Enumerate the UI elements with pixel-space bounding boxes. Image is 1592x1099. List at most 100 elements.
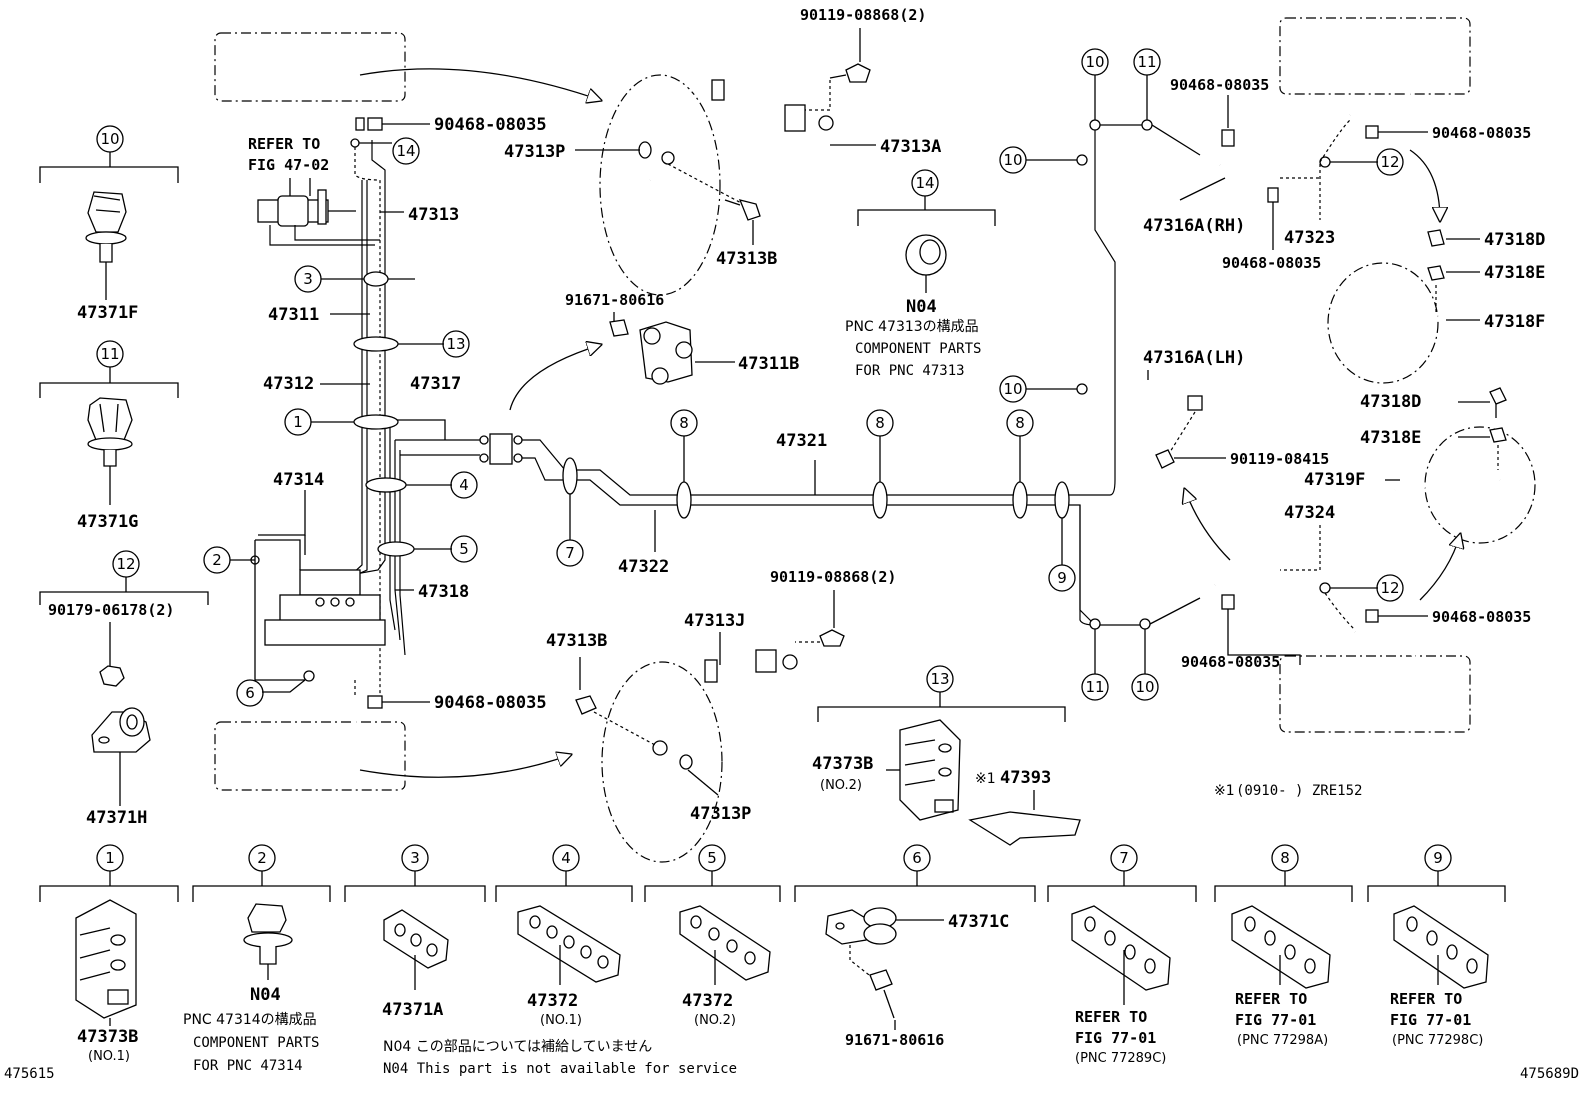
part-47371A: 47371A bbox=[382, 1000, 443, 1020]
ref-9-line1: REFER TO bbox=[1390, 990, 1462, 1008]
part-47313B-top: 47313B bbox=[716, 249, 777, 269]
part-47313: 47313 bbox=[408, 205, 459, 225]
callout-1: 1 bbox=[105, 849, 115, 867]
ref-9-line3: (PNC 77298C) bbox=[1392, 1033, 1483, 1048]
clamp-13-mark: ※1 bbox=[975, 771, 996, 787]
rear-pipe-run: 7 8 8 8 9 47321 47322 bbox=[479, 124, 1145, 626]
rear-piping: 10 11 10 10 11 10 47316A(RH) bbox=[999, 17, 1545, 733]
part-N04-2: N04 bbox=[250, 985, 281, 1005]
ref-8-line3: (PNC 77298A) bbox=[1237, 1033, 1328, 1048]
clamp-47372-no1-icon bbox=[517, 905, 621, 983]
bolt-90179: 90179-06178(2) bbox=[48, 601, 174, 619]
bolt-91671-icon bbox=[869, 969, 895, 1019]
part-47373B-no2: 47373B bbox=[812, 754, 873, 774]
bolt-47313B-icon bbox=[724, 199, 761, 221]
lh-hose-icon bbox=[1146, 385, 1203, 427]
ref-8-line2: FIG 77-01 bbox=[1235, 1011, 1316, 1029]
part-47324: 47324 bbox=[1284, 503, 1335, 523]
part-90468-bottom: 90468-08035 bbox=[434, 693, 547, 713]
bolt-91671-a: 91671-80616 bbox=[565, 291, 664, 309]
part-90468-d: 90468-08035 bbox=[1432, 608, 1531, 626]
part-47372-no2: 47372 bbox=[682, 991, 733, 1011]
bottom-part-1: 1 47373B (NO.1) bbox=[39, 844, 179, 1064]
p-clamp-icon bbox=[91, 707, 151, 753]
bolt-90119-bottom-icon bbox=[819, 629, 845, 647]
part-47321: 47321 bbox=[776, 431, 827, 451]
callout-9: 9 bbox=[1433, 849, 1443, 867]
part-47311: 47311 bbox=[268, 305, 319, 325]
rh-hose-icon bbox=[1218, 129, 1280, 203]
bottom-part-8: 8 REFER TO FIG 77-01 (PNC 77298A) bbox=[1214, 844, 1353, 1048]
bolt-47318D-b-icon bbox=[1489, 387, 1507, 418]
part-47371H: 47371H bbox=[86, 808, 147, 828]
bottom-bracket-icon bbox=[704, 649, 798, 683]
part-47317: 47317 bbox=[410, 374, 461, 394]
part-47318: 47318 bbox=[418, 582, 469, 602]
part-90468-b: 90468-08035 bbox=[1222, 254, 1321, 272]
part-47318D-b: 47318D bbox=[1360, 392, 1421, 412]
bracket-bolt-icon bbox=[609, 319, 629, 337]
part-47323: 47323 bbox=[1284, 228, 1335, 248]
nut-icon bbox=[99, 665, 125, 687]
left-clip-10: 10 47371F bbox=[39, 125, 179, 323]
part-47371C: 47371C bbox=[948, 912, 1009, 932]
clamp-13-sub: (NO.2) bbox=[820, 778, 862, 793]
part-47322: 47322 bbox=[618, 557, 669, 577]
bottom-part-5: 5 47372 (NO.2) bbox=[644, 844, 781, 1028]
callout-1-main: 1 bbox=[293, 413, 303, 431]
refer-fig-line2: FIG 47-02 bbox=[248, 156, 329, 174]
part-47311B: 47311B bbox=[738, 354, 799, 374]
bolt-91671-b: 91671-80616 bbox=[845, 1031, 944, 1049]
front-bottom-hose-detail: 47313B 47313P 47313J 90119-08868(2) bbox=[359, 568, 896, 863]
callout-11-rear-a: 11 bbox=[1137, 53, 1156, 71]
diagram-code-right: 475689D bbox=[1520, 1066, 1579, 1082]
bolt-90119-top: 90119-08868(2) bbox=[800, 6, 926, 24]
bottom-part-2: 2 N04 PNC 47314の構成品 COMPONENT PARTS FOR … bbox=[183, 844, 331, 1074]
footnote-mark: ※1 bbox=[1214, 783, 1235, 799]
ref-9-line2: FIG 77-01 bbox=[1390, 1011, 1471, 1029]
part-47313A: 47313A bbox=[880, 137, 941, 157]
part-47373B-no1-sub: (NO.1) bbox=[88, 1049, 130, 1064]
part-47372-no2-sub: (NO.2) bbox=[694, 1013, 736, 1028]
part-47312: 47312 bbox=[263, 374, 314, 394]
callout-10-rear-b: 10 bbox=[1003, 151, 1022, 169]
ref-7-line3: (PNC 77289C) bbox=[1075, 1051, 1166, 1066]
callout-12-rear-a: 12 bbox=[1380, 153, 1399, 171]
part-47319F: 47319F bbox=[1304, 470, 1365, 490]
rear-lh-brake-hose-detail bbox=[1394, 426, 1536, 544]
part-47371F: 47371F bbox=[77, 303, 138, 323]
clamp-47371A-icon bbox=[383, 909, 449, 969]
callout-6: 6 bbox=[912, 849, 922, 867]
part-47318E-a: 47318E bbox=[1484, 263, 1545, 283]
callout-2-main: 2 bbox=[212, 551, 222, 569]
clip-11-icon bbox=[87, 397, 133, 467]
callout-8-b: 8 bbox=[875, 414, 885, 432]
callout-3: 3 bbox=[410, 849, 420, 867]
grommet-note-3: FOR PNC 47313 bbox=[855, 363, 965, 379]
part-47314: 47314 bbox=[273, 470, 324, 490]
part-2-note3: FOR PNC 47314 bbox=[193, 1058, 303, 1074]
bolt-90119-bottom: 90119-08868(2) bbox=[770, 568, 896, 586]
clamp-13: 13 47373B (NO.2) ※1 47393 ※1 (0910- ) ZR… bbox=[812, 665, 1362, 846]
part-47318F: 47318F bbox=[1484, 312, 1545, 332]
master-cylinder-icon bbox=[257, 178, 356, 227]
clamp-47373B-no1-icon bbox=[75, 899, 137, 1019]
callout-8-c: 8 bbox=[1015, 414, 1025, 432]
part-2-note2: COMPONENT PARTS bbox=[193, 1035, 319, 1051]
callout-10: 10 bbox=[100, 130, 119, 148]
left-clamp-12: 12 90179-06178(2) 47371H bbox=[39, 550, 209, 828]
diagram-code-left: 475615 bbox=[4, 1066, 55, 1082]
ref-7-line1: REFER TO bbox=[1075, 1008, 1147, 1026]
callout-13: 13 bbox=[930, 670, 949, 688]
part-47318D-a: 47318D bbox=[1484, 230, 1545, 250]
part-47313B-bottom: 47313B bbox=[546, 631, 607, 651]
callout-14-main: 14 bbox=[396, 142, 415, 160]
left-clip-11: 11 47371G bbox=[39, 340, 179, 532]
callout-13-main: 13 bbox=[446, 335, 465, 353]
callout-10-rear-a: 10 bbox=[1085, 53, 1104, 71]
bottom-part-4: 4 47372 (NO.1) bbox=[495, 844, 633, 1028]
part-90119-08415: 90119-08415 bbox=[1230, 450, 1329, 468]
part-47316A-LH: 47316A(LH) bbox=[1143, 348, 1245, 368]
part-47313P-bottom: 47313P bbox=[690, 804, 751, 824]
